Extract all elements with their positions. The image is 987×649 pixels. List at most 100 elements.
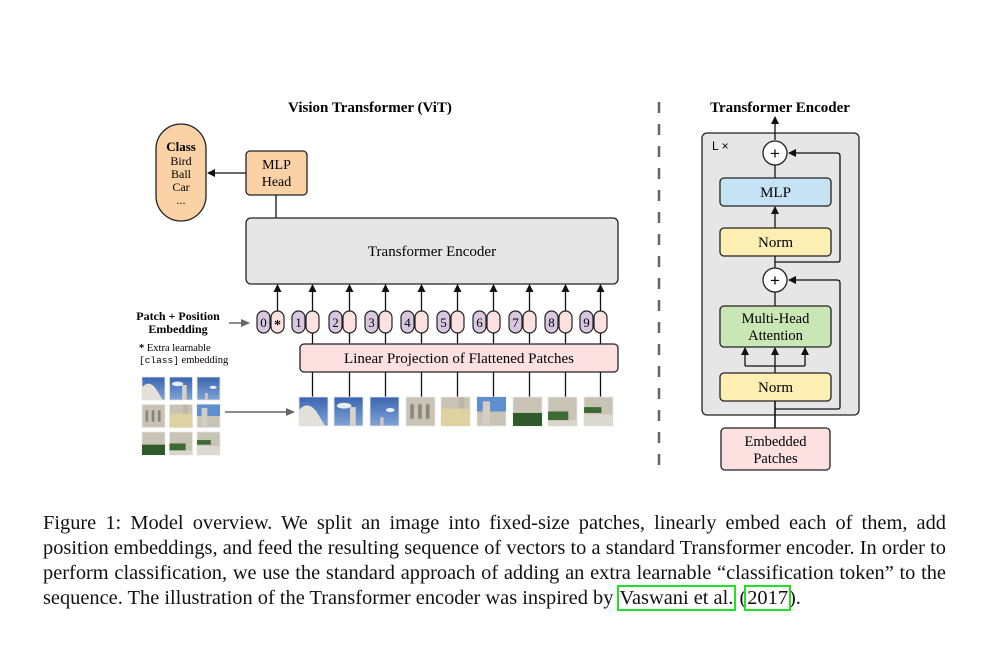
patch-position-label-1: Patch + Position — [136, 309, 220, 323]
position-index-7: 7 — [512, 315, 519, 330]
patch-position-label-2: Embedding — [148, 322, 207, 336]
flattened-patch-sequence — [298, 396, 614, 427]
sequence-patch-5 — [440, 396, 471, 427]
position-embedding-2 — [328, 310, 343, 334]
linear-projection-label: Linear Projection of Flattened Patches — [344, 351, 574, 367]
mlp-head-label-2: Head — [262, 175, 292, 190]
figure-caption: Figure 1: Model overview. We split an im… — [43, 511, 946, 611]
sequence-patch-1 — [298, 396, 329, 427]
token-3: 3 — [364, 284, 393, 398]
class-heading: Class — [166, 139, 196, 154]
token-4: 4 — [400, 284, 429, 398]
sequence-patch-4 — [405, 396, 436, 427]
encoder-mlp-label: MLP — [760, 185, 791, 201]
class-output-box — [155, 123, 207, 222]
norm-top-label: Norm — [758, 235, 793, 251]
position-index-5: 5 — [440, 315, 447, 330]
encoder-detail-title: Transformer Encoder — [710, 100, 850, 116]
token-2: 2 — [328, 284, 357, 398]
patch-embedding-9 — [593, 310, 608, 334]
embedded-patches-label-2: Patches — [753, 451, 798, 467]
position-index-3: 3 — [368, 315, 375, 330]
position-embedding-7 — [508, 310, 523, 334]
patch-embedding-1 — [305, 310, 320, 334]
position-embedding-9 — [579, 310, 594, 334]
attention-label-2: Attention — [748, 328, 804, 344]
position-index-2: 2 — [332, 315, 339, 330]
residual-connection-top — [775, 149, 841, 263]
position-embedding-5 — [436, 310, 451, 334]
position-index-0: 0 — [260, 315, 267, 330]
patch-embedding-6 — [486, 310, 501, 334]
class-item-more: ... — [177, 193, 186, 207]
position-index-6: 6 — [476, 315, 483, 330]
sequence-patch-8 — [547, 396, 578, 427]
grid-patch-1 — [141, 376, 166, 401]
embedded-patches-label-1: Embedded — [744, 434, 807, 450]
patch-embedding-2 — [342, 310, 357, 334]
position-index-4: 4 — [404, 315, 411, 330]
caption-text: Figure 1: Model overview. We split an im… — [43, 512, 946, 609]
norm-bottom-label: Norm — [758, 380, 793, 396]
position-index-8: 8 — [548, 315, 555, 330]
token-0: 0* — [256, 284, 285, 334]
token-6: 6 — [472, 284, 501, 398]
grid-patch-3 — [196, 376, 221, 401]
grid-patch-7 — [141, 431, 166, 456]
mlp-head-label-1: MLP — [262, 158, 291, 173]
transformer-encoder-label: Transformer Encoder — [368, 244, 496, 260]
sequence-patch-3 — [369, 396, 400, 427]
transformer-encoder-box — [245, 217, 619, 285]
position-embedding-4 — [400, 310, 415, 334]
grid-patch-8 — [169, 431, 193, 456]
grid-patch-2 — [169, 376, 193, 401]
patch-embedding-7 — [522, 310, 537, 334]
embedded-patches-box — [720, 427, 831, 471]
position-embedding-1 — [291, 310, 306, 334]
token-5: 5 — [436, 284, 465, 398]
token-1: 1 — [291, 284, 320, 398]
grid-patch-6 — [196, 404, 221, 428]
citation-author-link[interactable]: Vaswani et al. — [616, 585, 737, 611]
position-embedding-3 — [364, 310, 379, 334]
sequence-patch-7 — [512, 396, 543, 427]
class-item-car: Car — [172, 180, 189, 194]
token-8: 8 — [544, 284, 573, 398]
position-embedding-0 — [256, 310, 271, 334]
linear-projection-box — [299, 343, 619, 373]
token-7: 7 — [508, 284, 537, 398]
class-token-marker: * — [274, 318, 281, 333]
class-item-ball: Ball — [171, 167, 192, 181]
caption-paren-open: ( — [734, 587, 747, 609]
grid-patch-5 — [169, 404, 193, 428]
extra-learnable-note: * Extra learnable — [139, 343, 211, 354]
patch-embedding-4 — [414, 310, 429, 334]
repeat-label: L × — [712, 139, 729, 153]
citation-year-link[interactable]: 2017 — [744, 585, 792, 611]
patch-embedding-3 — [378, 310, 393, 334]
vit-title: Vision Transformer (ViT) — [288, 100, 452, 116]
position-embedding-6 — [472, 310, 487, 334]
sequence-patch-9 — [583, 396, 614, 427]
attention-label-1: Multi-Head — [742, 311, 810, 327]
class-item-bird: Bird — [170, 154, 191, 168]
position-index-1: 1 — [295, 315, 302, 330]
token-9: 9 — [579, 284, 608, 398]
residual-connection-bottom — [775, 276, 841, 410]
grid-patch-9 — [196, 431, 221, 456]
add-symbol-top: + — [770, 144, 780, 163]
vit-figure: Vision Transformer (ViT) Class Bird Ball… — [136, 100, 860, 471]
figure-canvas: Vision Transformer (ViT) Class Bird Ball… — [136, 100, 860, 471]
image-patch-grid — [141, 376, 221, 456]
add-symbol-middle: + — [770, 271, 780, 290]
position-embedding-8 — [544, 310, 559, 334]
class-embedding-note: [class] embedding — [139, 355, 229, 366]
sequence-patch-6 — [476, 396, 507, 427]
position-index-9: 9 — [583, 315, 590, 330]
sequence-patch-2 — [333, 396, 364, 427]
grid-patch-4 — [141, 404, 166, 428]
patch-embedding-8 — [558, 310, 573, 334]
caption-end: ). — [789, 587, 801, 609]
patch-embedding-5 — [450, 310, 465, 334]
